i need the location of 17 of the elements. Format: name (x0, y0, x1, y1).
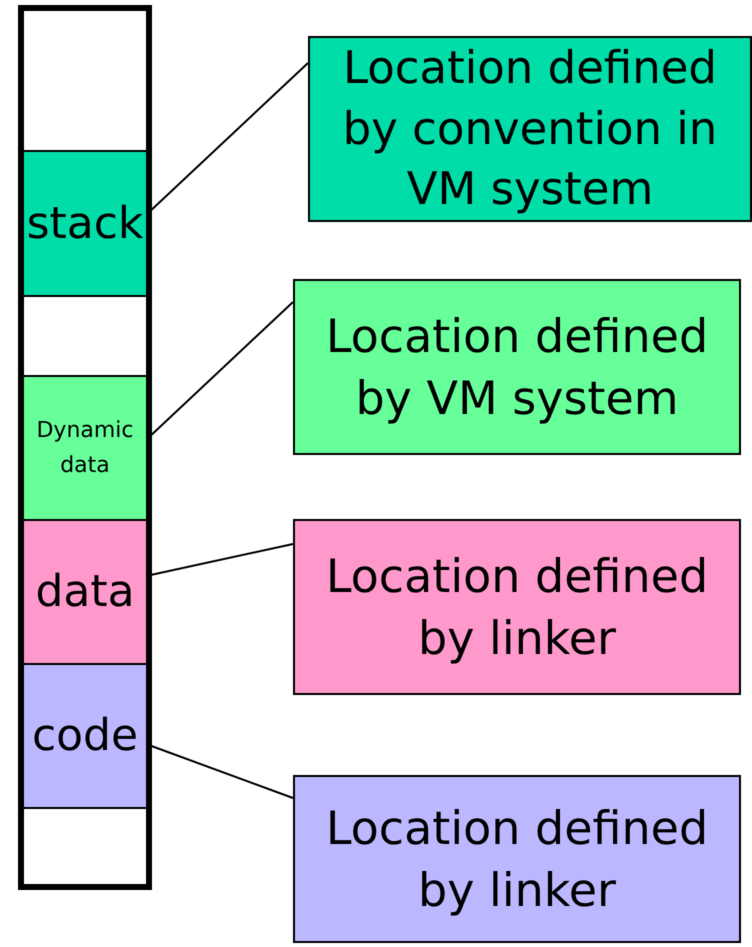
description-text: Location defined by VM system (324, 308, 710, 427)
memory-segment (24, 519, 146, 663)
memory-segment (24, 152, 146, 295)
label-box (293, 775, 741, 943)
memory-column (18, 5, 152, 890)
label-box (308, 36, 752, 222)
segment-label: code (32, 709, 138, 764)
segment-label: Dynamic data (35, 416, 135, 480)
label-box (293, 279, 741, 455)
description-text: Location defined by convention in VM system (342, 40, 718, 218)
segment-label: stack (26, 196, 144, 251)
description-text: Location defined by linker (324, 548, 710, 667)
memory-segment (24, 375, 146, 519)
segment-label: data (35, 565, 135, 620)
memory-segment (24, 663, 146, 807)
description-text: Location defined by linker (324, 800, 710, 919)
label-box (293, 519, 741, 695)
